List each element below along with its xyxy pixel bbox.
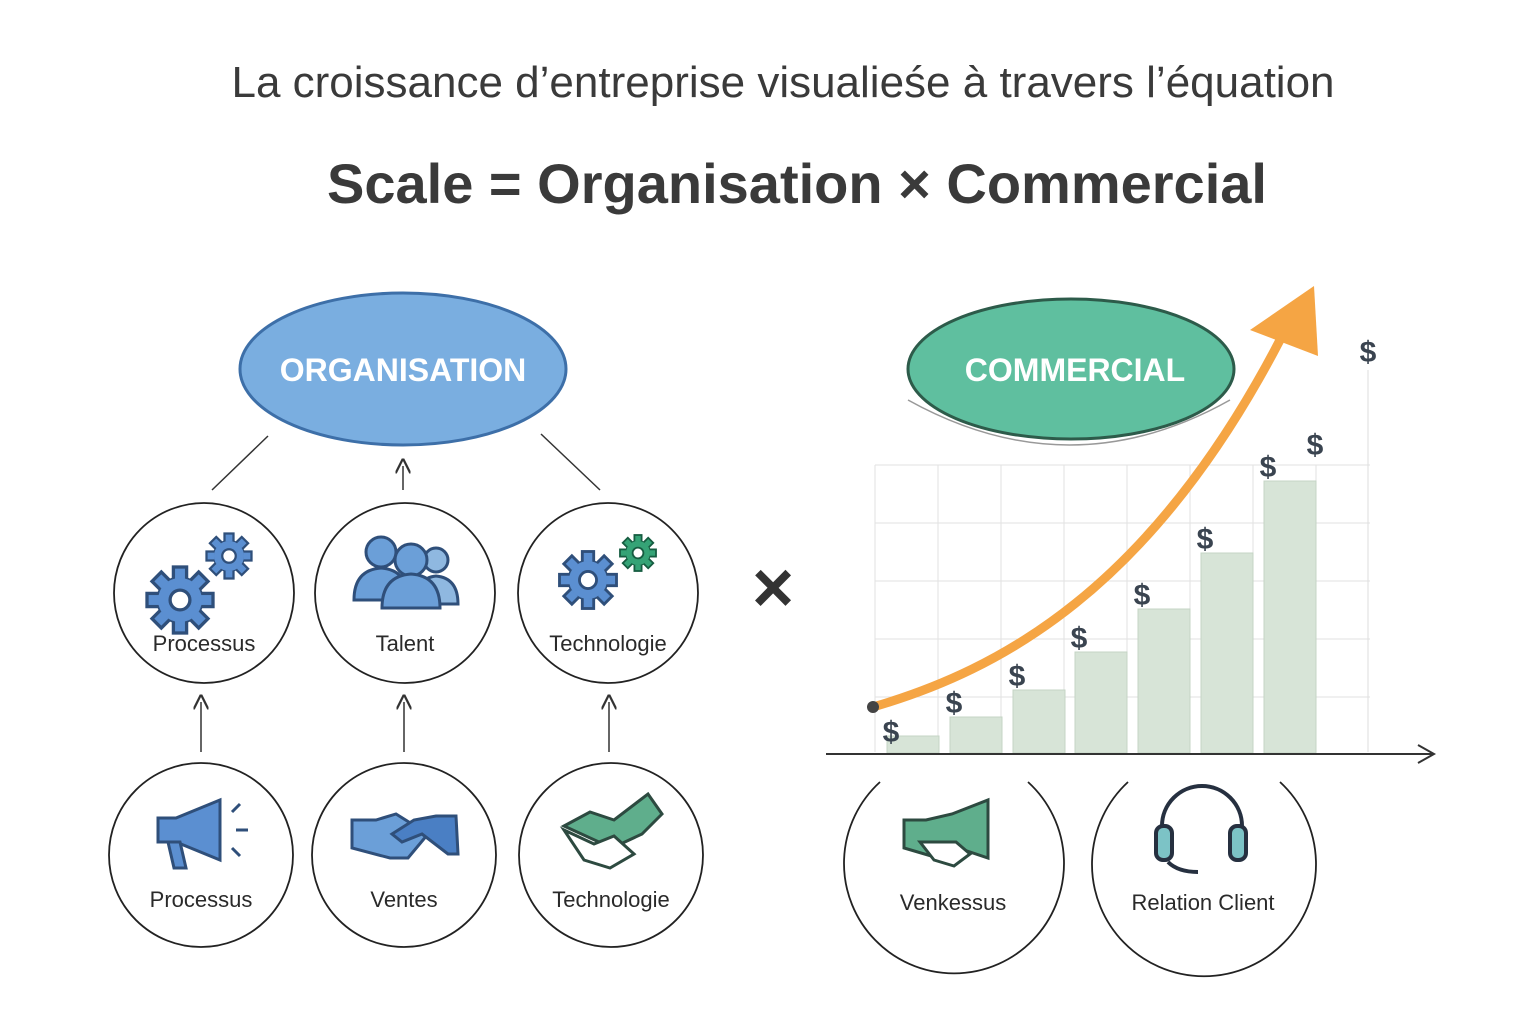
bar (949, 716, 1003, 754)
headset-icon (1154, 784, 1248, 874)
growth-arrow-icon (867, 286, 1318, 713)
commercial-item-label: Venkessus (900, 890, 1006, 915)
commercial-item-relation-client: Relation Client (1091, 781, 1317, 978)
multiply-operator: × (752, 548, 794, 628)
dollar-sign: $ (1009, 660, 1026, 693)
dollar-signs: $ $ $ $ $ $ $ $ $ (883, 336, 1377, 749)
equation-title: Scale = Organisation × Commercial (327, 152, 1267, 215)
people-icon (352, 535, 460, 610)
growth-chart: $ $ $ $ $ $ $ $ $ (826, 286, 1437, 764)
dollar-sign: $ (883, 716, 900, 749)
pillar-label: Technologie (549, 631, 666, 656)
input-processus: Processus (108, 762, 294, 948)
pillar-processus: Processus (113, 502, 295, 684)
dollar-sign: $ (1071, 622, 1088, 655)
connector-lines (201, 433, 609, 752)
bar (1200, 552, 1254, 754)
dollar-sign: $ (1307, 429, 1324, 462)
bar (1074, 651, 1128, 754)
pillar-technologie: Technologie (517, 502, 699, 684)
bar (1137, 608, 1191, 754)
subtitle: La croissance d’entreprise visualieśe à … (231, 58, 1334, 107)
commercial-node: COMMERCIAL (906, 297, 1236, 446)
input-ventes: Ventes (311, 762, 497, 948)
input-label: Technologie (552, 887, 669, 912)
dollar-sign: $ (1260, 451, 1277, 484)
megaphone-icon (156, 797, 248, 870)
input-label: Processus (150, 887, 253, 912)
chart-bars (886, 480, 1317, 754)
organisation-title: ORGANISATION (280, 352, 527, 388)
dollar-sign: $ (1360, 336, 1377, 369)
commercial-item-venkessus: Venkessus (843, 781, 1065, 975)
commercial-item-label: Relation Client (1131, 890, 1274, 915)
input-technologie: Technologie (518, 762, 704, 948)
dollar-sign: $ (946, 687, 963, 720)
organisation-node: ORGANISATION (238, 291, 568, 447)
dollar-sign: $ (1134, 579, 1151, 612)
dollar-sign: $ (1197, 523, 1214, 556)
x-axis-arrow-icon (1417, 744, 1437, 764)
handshake-megaphone-icon (902, 797, 990, 868)
commercial-title: COMMERCIAL (965, 352, 1185, 388)
input-label: Ventes (370, 887, 437, 912)
handshake-icon (350, 812, 460, 860)
bar (1263, 480, 1317, 754)
pillar-talent: Talent (314, 502, 496, 684)
pillar-label: Processus (153, 631, 256, 656)
handshake-icon (559, 791, 664, 870)
bar (1012, 689, 1066, 754)
pillar-label: Talent (376, 631, 435, 656)
